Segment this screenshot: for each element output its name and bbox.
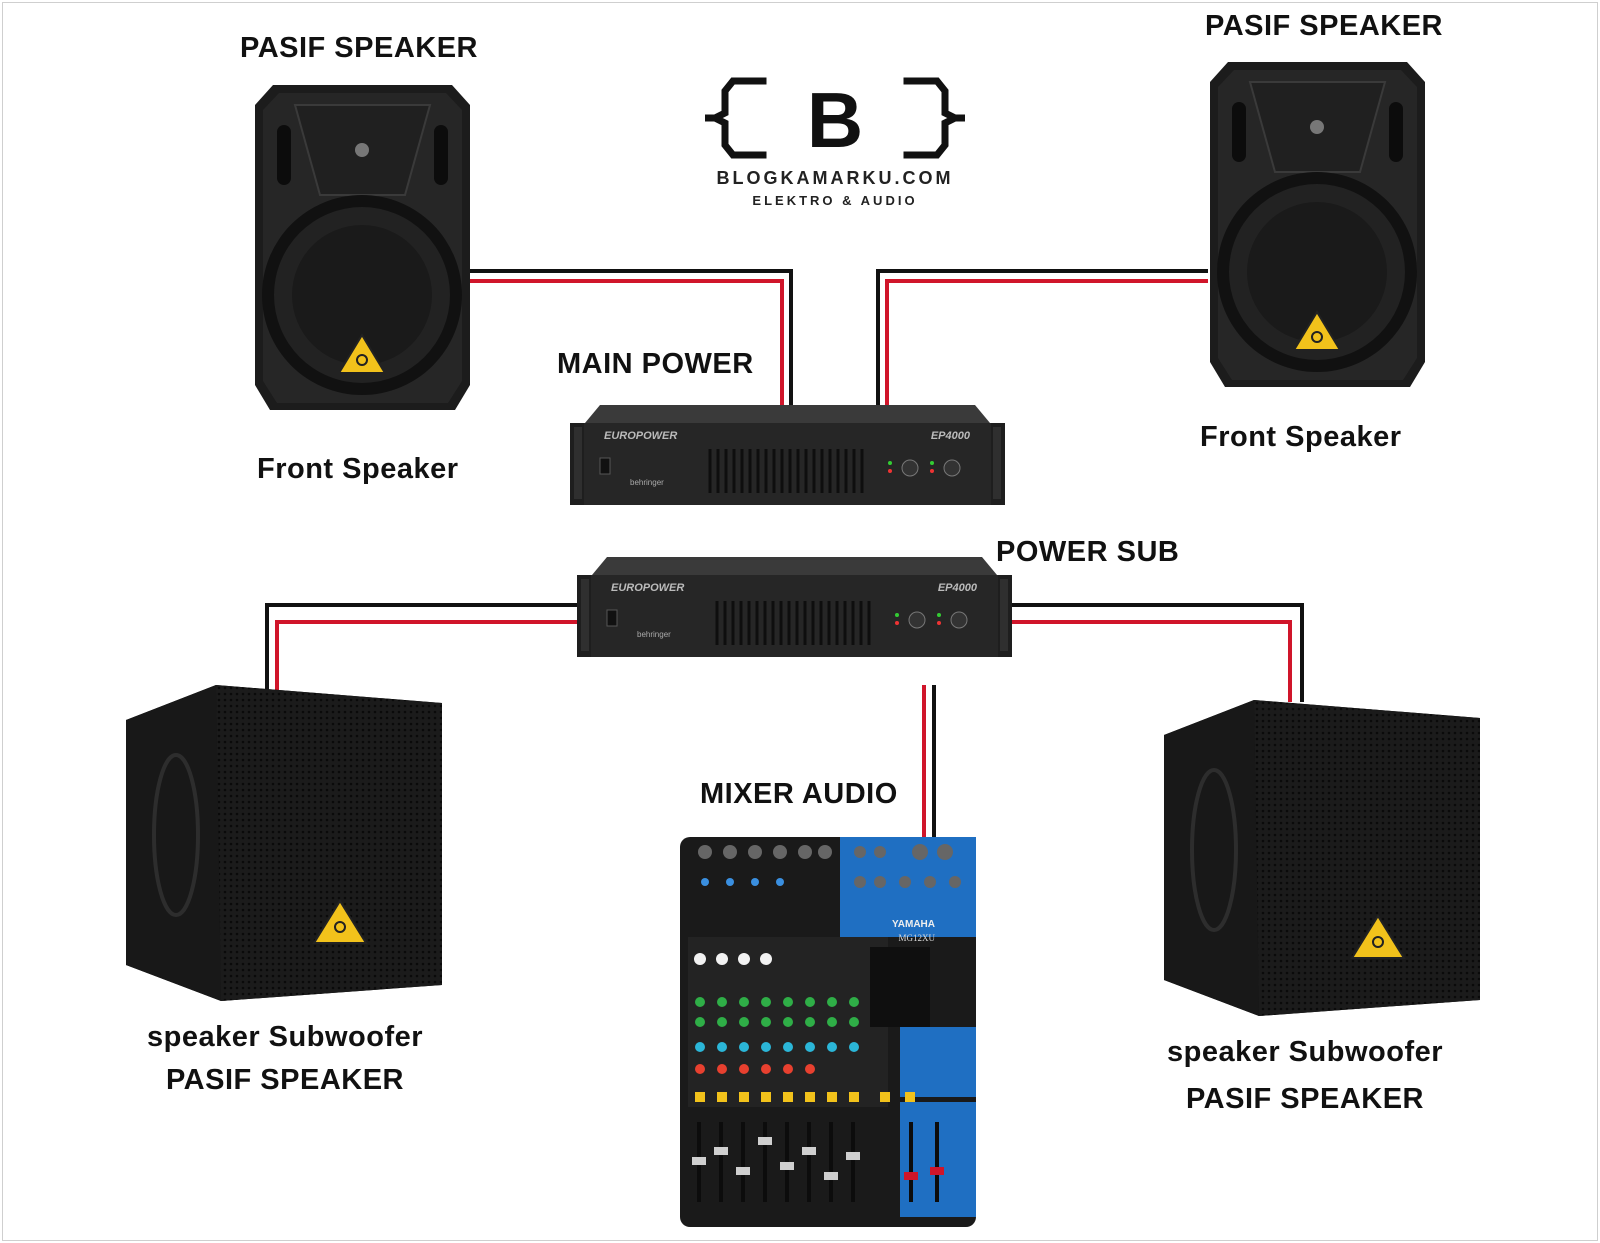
amp-model: EP4000 [931,430,971,442]
amp-brand: EUROPOWER [611,582,684,594]
wire-red-sub-right [1010,620,1292,702]
label-sub-left-line2: PASIF SPEAKER [165,1064,404,1096]
logo-tagline: ELEKTRO & AUDIO [752,193,918,208]
behringer-badge-icon [1292,310,1342,351]
label-pasif-left: PASIF SPEAKER [240,32,479,64]
label-mixer-audio: MIXER AUDIO [700,778,898,810]
mixer-model: MG12XU [898,933,935,943]
behringer-badge-icon [312,899,368,944]
audio-mixer: YAMAHA MG12XU [680,837,976,1227]
wire-black-sub-right [1010,603,1304,702]
wire-black-front-right [876,269,1208,405]
wire-red-sub-left [275,620,584,690]
label-front-right: Front Speaker [1200,421,1402,453]
wire-red-front-left [466,279,784,405]
front-speaker-right [1210,62,1425,387]
behringer-badge-icon [337,333,387,374]
mixer-brand: YAMAHA [892,919,935,930]
label-power-sub: POWER SUB [996,536,1180,568]
logo-site: BLOGKAMARKU.COM [716,168,954,188]
wire-black-front-left [466,269,793,405]
wire-black-sub-left [265,603,584,690]
amp-maker: behringer [630,478,664,487]
label-sub-left-line1: speaker Subwoofer [146,1021,424,1053]
behringer-badge-icon [1350,914,1406,959]
front-speaker-left [255,85,470,410]
label-pasif-right: PASIF SPEAKER [1205,10,1444,42]
power-sub-amplifier: EUROPOWER EP4000 behringer [577,557,1012,657]
logo-mark: B [807,76,863,163]
label-sub-right-line2: PASIF SPEAKER [1185,1083,1424,1115]
main-power-amplifier: EUROPOWER EP4000 behringer [570,405,1005,505]
subwoofer-left [126,685,442,1001]
wire-red-front-right [885,279,1208,405]
amp-model: EP4000 [938,582,978,594]
amp-maker: behringer [637,630,671,639]
label-front-left: Front Speaker [257,453,459,485]
amp-brand: EUROPOWER [604,430,677,442]
subwoofer-right [1164,700,1480,1016]
label-sub-right-line1: speaker Subwoofer [1166,1036,1444,1068]
logo-bracket-icon: B [705,76,965,163]
label-main-power: MAIN POWER [557,348,754,380]
